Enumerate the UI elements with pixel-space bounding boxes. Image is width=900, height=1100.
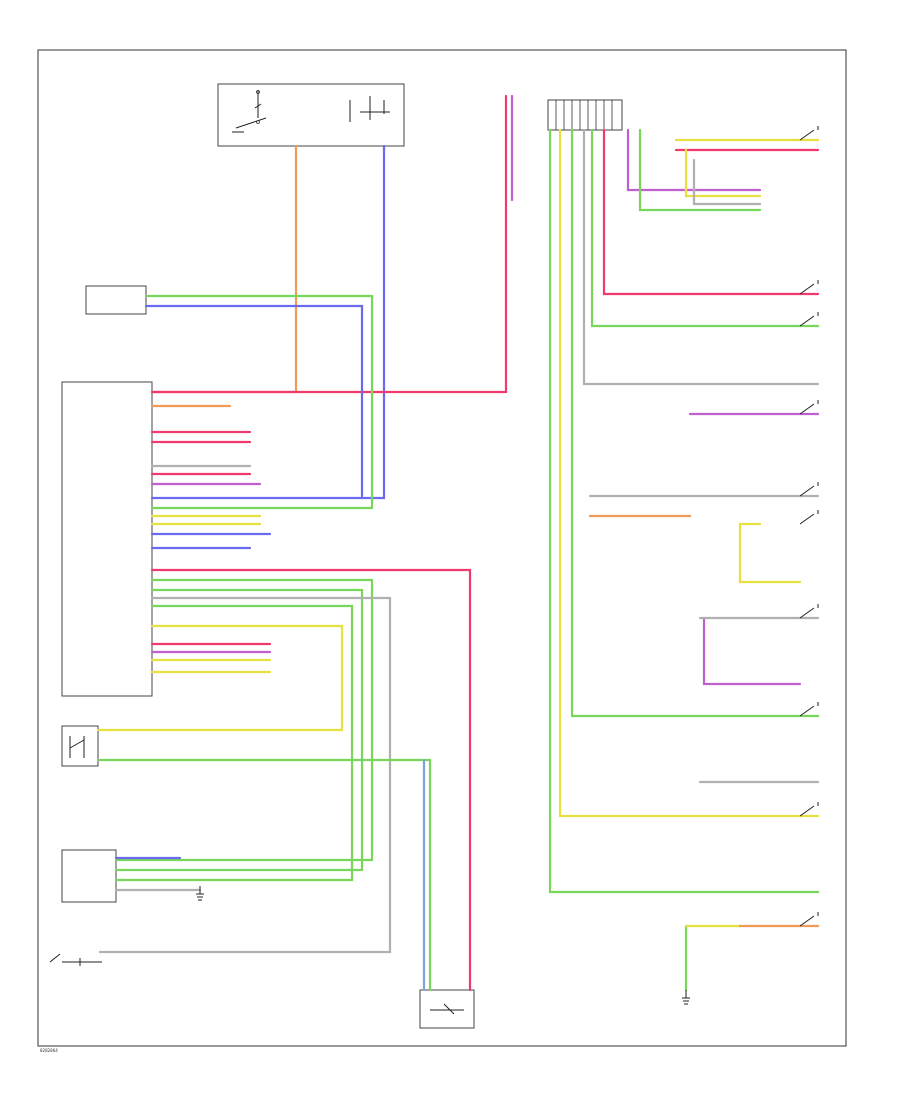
instrument-cluster-box — [61, 381, 153, 697]
wire-pink-right — [602, 128, 820, 296]
wire-pink-feed — [150, 94, 508, 394]
wire-green-3 — [114, 604, 354, 882]
wire-gray-loop — [692, 158, 762, 206]
wire-yellow-temp — [96, 624, 344, 732]
wire-green-loop — [638, 128, 762, 212]
fuel-sender-symbol — [430, 1003, 464, 1015]
ground-symbols — [196, 886, 690, 1005]
fuse-box-interior — [232, 90, 390, 133]
wire-green-sensor — [144, 294, 374, 510]
connector-pins — [555, 100, 613, 130]
wire-violet-loop-2 — [702, 616, 802, 686]
wire-green-right-main — [548, 128, 820, 894]
diagram-frame — [37, 49, 847, 1047]
headlamp-switch-box — [61, 849, 117, 903]
right-switches — [799, 126, 819, 927]
wire-green-temp — [96, 758, 432, 992]
wire-green-fuel — [114, 578, 374, 862]
wire-green-2 — [114, 588, 364, 872]
connector-block — [547, 99, 623, 131]
wire-orange-feed — [150, 144, 298, 394]
wire-yellow-right-main — [558, 128, 820, 818]
wire-violet-loop — [626, 128, 762, 192]
wire-yellow-loop-2 — [738, 522, 802, 584]
wire-yellow-loop — [684, 148, 762, 198]
ground-switch-symbol — [49, 953, 102, 966]
fuse-box-top — [217, 83, 405, 147]
wire-pink-fuel — [150, 568, 472, 992]
wire-green-right-2 — [570, 128, 820, 718]
wire-gray-1 — [98, 596, 392, 954]
footer-code: 8282864 — [40, 1048, 58, 1053]
ambient-temp-sensor-box — [61, 725, 99, 767]
steering-sensor-box — [85, 285, 147, 315]
wire-blue-feed — [150, 144, 386, 500]
wire-blue-sensor — [144, 304, 364, 498]
wire-gray-right — [582, 128, 820, 386]
wire-green-right-3 — [590, 128, 820, 328]
fuel-sender-box — [419, 989, 475, 1029]
cluster-stub-wires — [150, 404, 272, 674]
temp-sensor-symbol — [69, 736, 85, 758]
